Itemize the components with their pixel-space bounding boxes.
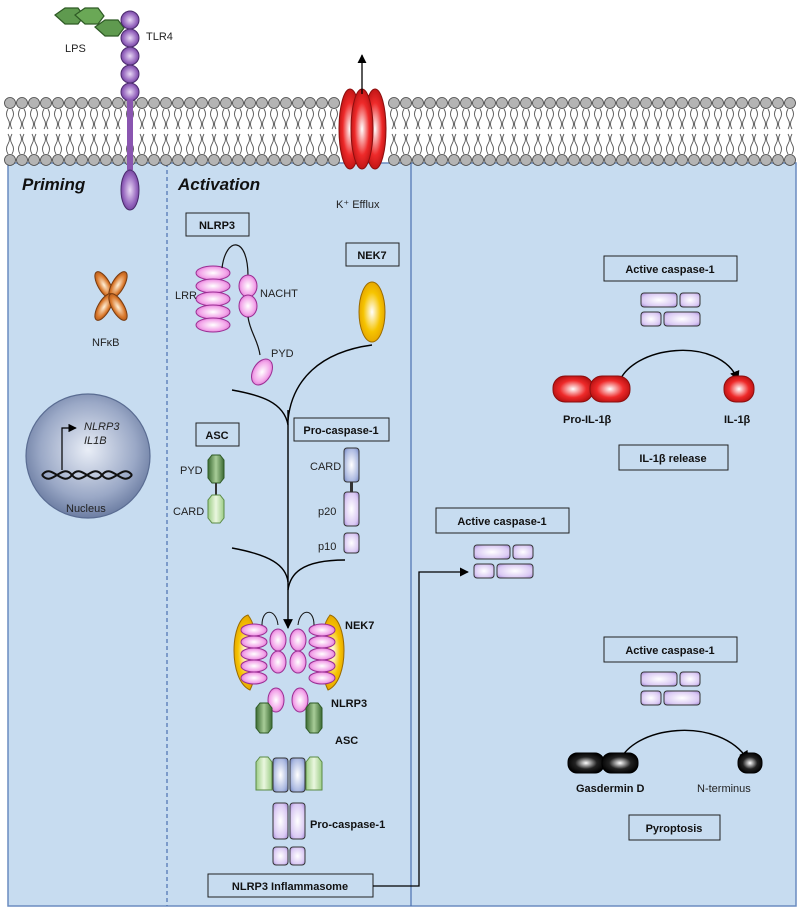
pro-caspase-box-label: Pro-caspase-1 <box>303 425 378 437</box>
card-casp-label: CARD <box>310 461 341 473</box>
pyroptosis-box <box>628 814 721 841</box>
nacht-label: NACHT <box>260 288 298 300</box>
procasp-complex-label: Pro-caspase-1 <box>310 819 385 831</box>
active-caspase-top-label: Active caspase-1 <box>625 264 714 276</box>
pyd-nlrp3-label: PYD <box>271 348 294 360</box>
inflammasome-complex <box>233 611 345 866</box>
active-caspase-mid-label: Active caspase-1 <box>457 516 546 528</box>
asc-protein <box>207 454 225 524</box>
nlrp3-complex-label: NLRP3 <box>331 698 367 710</box>
asc-box <box>195 422 240 447</box>
inflammasome-box-label: NLRP3 Inflammasome <box>232 881 348 893</box>
gene-il1b-label: IL1B <box>84 435 107 447</box>
active-caspase-top-box <box>603 255 738 282</box>
nek7-box <box>345 242 400 267</box>
nek7-protein <box>358 281 386 343</box>
priming-title: Priming <box>22 175 86 194</box>
nek7-join-curve <box>287 344 373 421</box>
nek7-box-label: NEK7 <box>357 250 386 262</box>
lrr-label: LRR <box>175 290 197 302</box>
pro-il1b-label: Pro-IL-1β <box>563 414 612 426</box>
lps-label: LPS <box>65 43 86 55</box>
pro-caspase-box <box>293 417 390 442</box>
active-caspase-top-tetramer <box>640 292 701 327</box>
n-terminus-label: N-terminus <box>697 783 751 795</box>
active-caspase-mid-tetramer <box>473 544 534 579</box>
card-asc-label: CARD <box>173 506 204 518</box>
nucleus-label: Nucleus <box>66 503 106 515</box>
cell-membrane <box>4 97 796 166</box>
release-arrow <box>373 567 469 887</box>
p10-label: p10 <box>318 541 336 553</box>
potassium-channel <box>338 88 387 170</box>
nfkb-protein <box>94 271 128 321</box>
gasdermin-d-protein <box>567 752 639 774</box>
il1b-release-label: IL-1β release <box>639 453 706 465</box>
lps-molecule <box>54 7 125 37</box>
pro-il1b-protein <box>552 375 631 403</box>
procasp-join-curve <box>287 559 346 591</box>
il1b-cleavage-arrow <box>617 349 740 386</box>
n-terminus-protein <box>737 752 763 774</box>
active-caspase-mid-box <box>435 507 570 534</box>
nlrp3-box <box>185 212 250 237</box>
il1b-release-box <box>618 444 729 471</box>
cytoplasm-area <box>7 162 797 907</box>
k-efflux-label: K⁺ Efflux <box>336 199 380 211</box>
pro-caspase-protein <box>343 447 360 554</box>
tlr4-receptor <box>120 10 140 211</box>
activation-title: Activation <box>177 175 260 194</box>
active-caspase-bottom-tetramer <box>640 671 701 706</box>
gasdermin-cleavage-arrow <box>617 729 749 766</box>
nlrp3-box-label: NLRP3 <box>199 220 235 232</box>
nek7-complex-label: NEK7 <box>345 620 374 632</box>
il1b-protein <box>723 375 755 403</box>
pyd-asc-label: PYD <box>180 465 203 477</box>
nlrp3-join-curve <box>231 389 289 426</box>
gene-nlrp3-label: NLRP3 <box>84 421 120 433</box>
asc-box-label: ASC <box>205 430 228 442</box>
il1b-label: IL-1β <box>724 414 751 426</box>
pyroptosis-label: Pyroptosis <box>646 823 703 835</box>
nlrp3-protein <box>195 244 273 386</box>
asc-join-curve <box>231 547 289 583</box>
gasdermin-label: Gasdermin D <box>576 783 645 795</box>
active-caspase-bottom-label: Active caspase-1 <box>625 645 714 657</box>
asc-complex-label: ASC <box>335 735 358 747</box>
nfkb-label: NFκB <box>92 337 120 349</box>
nucleus <box>25 393 151 519</box>
tlr4-label: TLR4 <box>146 31 173 43</box>
active-caspase-bottom-box <box>603 636 738 663</box>
p20-label: p20 <box>318 506 336 518</box>
